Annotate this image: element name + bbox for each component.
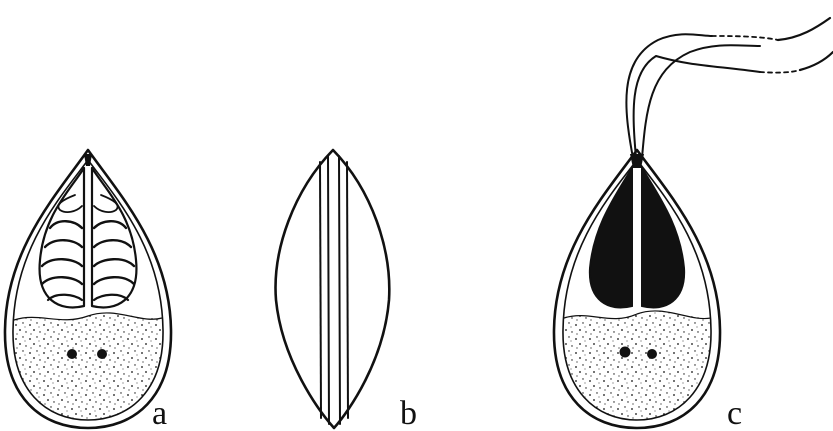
- panel-a: a: [5, 150, 171, 431]
- panel-a-label: a: [152, 395, 167, 431]
- spore-b-sutural-ridge: [320, 156, 348, 424]
- spore-b-outline: [276, 150, 390, 428]
- spore-a-sporoplasm: [10, 313, 170, 430]
- panel-b-label: b: [400, 395, 417, 431]
- panel-c: c: [554, 18, 833, 431]
- spore-c-polar-filaments: [626, 18, 833, 158]
- panel-b: b: [276, 150, 417, 431]
- spore-c-sporoplasm: [560, 311, 715, 430]
- panel-c-label: c: [727, 395, 742, 431]
- spore-a-polar-capsules: [40, 154, 137, 307]
- spore-c-empty-polar-capsules: [590, 154, 684, 307]
